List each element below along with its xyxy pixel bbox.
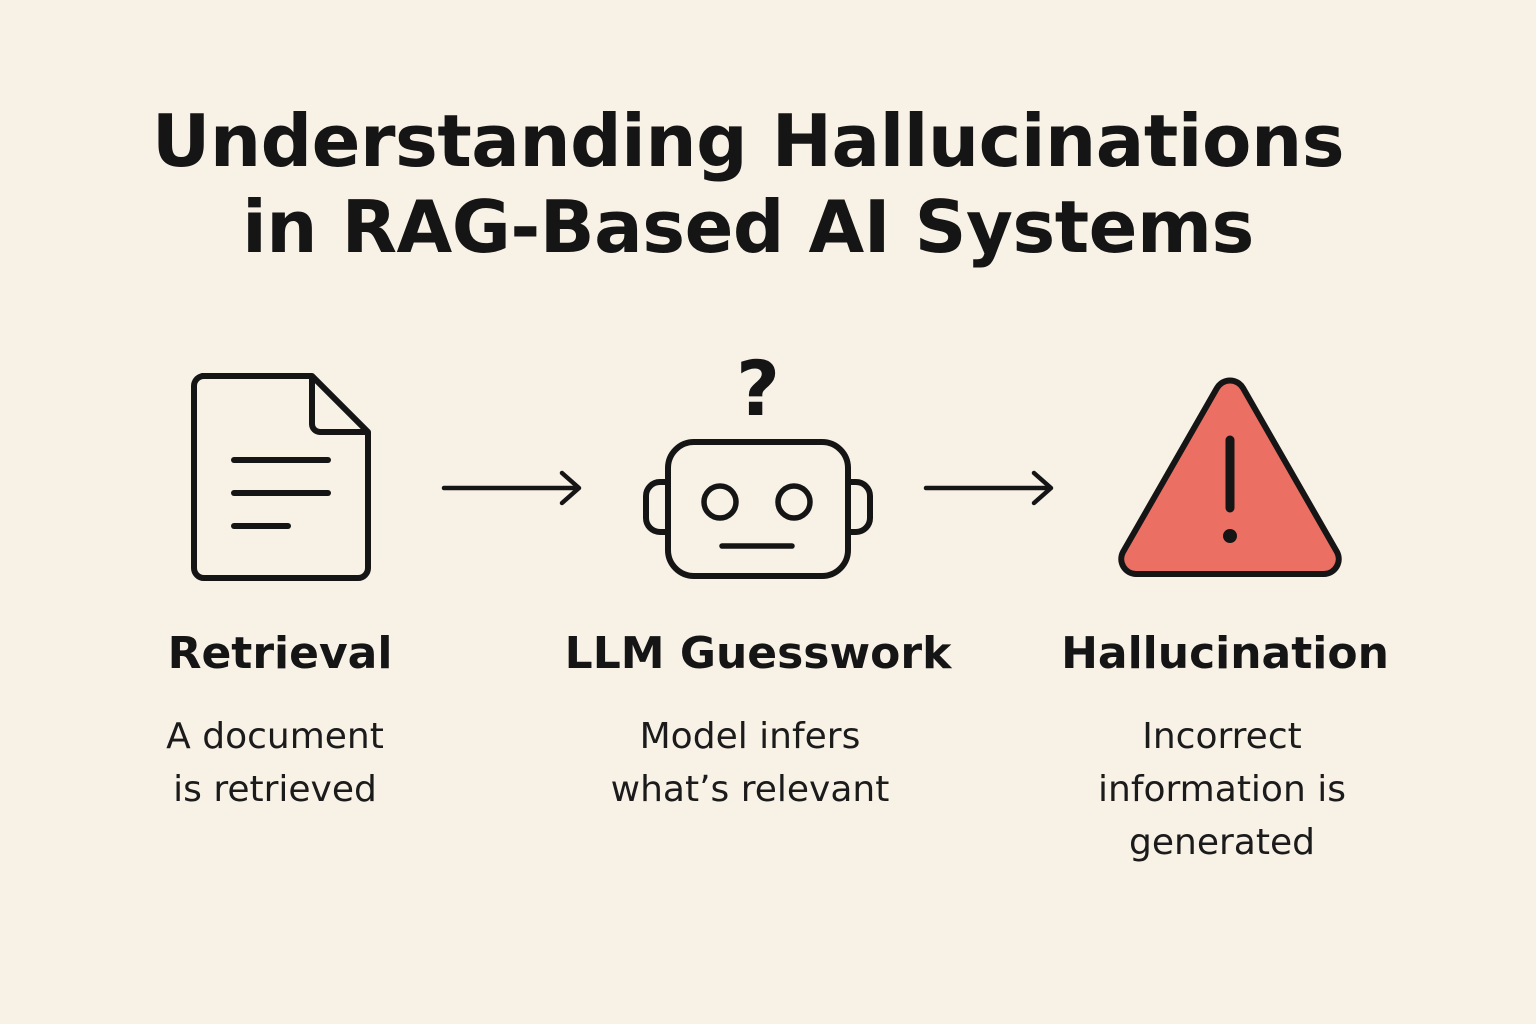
document-icon	[188, 370, 378, 584]
description-line: information is	[1098, 769, 1346, 810]
description-line: generated	[1129, 822, 1315, 863]
description-line: Incorrect	[1142, 716, 1302, 757]
warning-triangle-icon	[1114, 374, 1346, 580]
description-line: A document	[166, 716, 384, 757]
step-title-retrieval: Retrieval	[167, 628, 393, 679]
step-title-llm-guesswork: LLM Guesswork	[564, 628, 952, 679]
description-line: what’s relevant	[610, 769, 890, 810]
question-mark-badge: ?	[735, 344, 781, 433]
title-line-1: Understanding Hallucinations	[151, 99, 1345, 183]
robot-icon	[640, 436, 876, 582]
arrow-right-icon	[440, 470, 586, 510]
description-line: is retrieved	[173, 769, 377, 810]
question-mark-icon: ?	[726, 346, 790, 432]
description-line: Model infers	[639, 716, 861, 757]
step-title-hallucination: Hallucination	[1061, 628, 1389, 679]
diagram-title: Understanding Hallucinations in RAG-Base…	[0, 98, 1496, 270]
title-line-2: in RAG-Based AI Systems	[242, 185, 1254, 269]
step-description-llm-guesswork: Model infers what’s relevant	[580, 710, 920, 816]
step-description-hallucination: Incorrect information is generated	[1062, 710, 1382, 869]
arrow-right-icon	[922, 470, 1058, 510]
step-description-retrieval: A document is retrieved	[120, 710, 430, 816]
